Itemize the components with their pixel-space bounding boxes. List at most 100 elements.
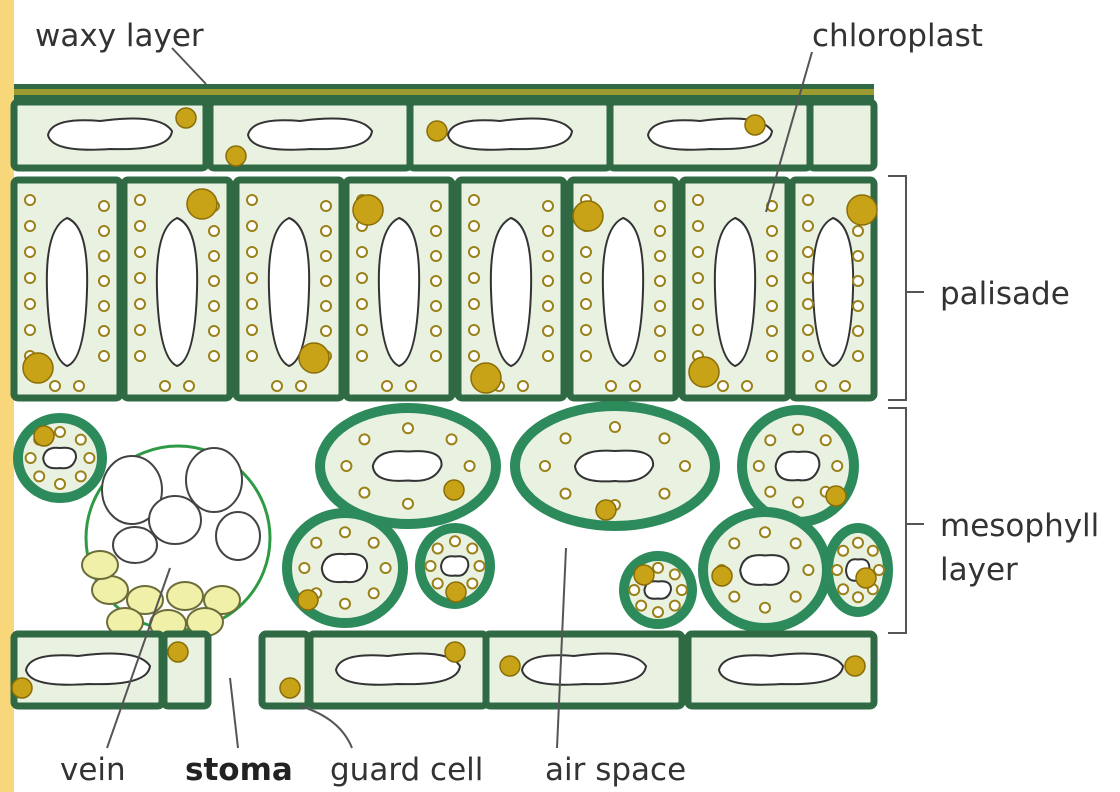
chloroplast: [247, 273, 257, 283]
chloroplast: [693, 195, 703, 205]
chloroplast: [655, 276, 665, 286]
label-stoma: stoma: [185, 752, 293, 788]
chloroplast: [596, 500, 616, 520]
chloroplast: [25, 221, 35, 231]
phloem-cell: [82, 551, 118, 579]
chloroplast: [581, 273, 591, 283]
chloroplast: [382, 381, 392, 391]
chloroplast: [471, 363, 501, 393]
vacuole: [441, 556, 468, 576]
chloroplast: [826, 486, 846, 506]
chloroplast: [634, 565, 654, 585]
chloroplast: [767, 251, 777, 261]
vein-vessel: [186, 448, 242, 512]
chloroplast: [25, 299, 35, 309]
chloroplast: [311, 538, 321, 548]
chloroplast: [160, 381, 170, 391]
chloroplast: [729, 592, 739, 602]
chloroplast: [247, 325, 257, 335]
label-waxy-layer: waxy layer: [35, 18, 204, 54]
chloroplast: [821, 435, 831, 445]
chloroplast: [99, 351, 109, 361]
chloroplast: [853, 351, 863, 361]
chloroplast: [426, 561, 436, 571]
chloroplast: [561, 433, 571, 443]
chloroplast: [543, 276, 553, 286]
vacuole: [715, 218, 755, 366]
vacuole: [48, 119, 172, 150]
chloroplast: [135, 325, 145, 335]
chloroplast: [518, 381, 528, 391]
chloroplast: [76, 471, 86, 481]
chloroplast: [816, 381, 826, 391]
chloroplast: [25, 325, 35, 335]
epidermis-cell: [810, 102, 874, 168]
chloroplast: [55, 427, 65, 437]
chloroplast: [469, 221, 479, 231]
chloroplast: [543, 301, 553, 311]
chloroplast: [655, 301, 665, 311]
chloroplast: [853, 326, 863, 336]
chloroplast: [99, 251, 109, 261]
chloroplast: [803, 565, 813, 575]
chloroplast: [832, 565, 842, 575]
chloroplast: [606, 381, 616, 391]
chloroplast: [25, 195, 35, 205]
chloroplast: [321, 276, 331, 286]
chloroplast: [321, 201, 331, 211]
phloem-cell: [92, 576, 128, 604]
chloroplast: [543, 251, 553, 261]
chloroplast: [247, 195, 257, 205]
chloroplast: [340, 527, 350, 537]
chloroplast: [369, 588, 379, 598]
chloroplast: [543, 201, 553, 211]
chloroplast: [76, 435, 86, 445]
chloroplast: [168, 642, 188, 662]
chloroplast: [469, 195, 479, 205]
chloroplast: [845, 656, 865, 676]
label-mesophyll-layer: layer: [940, 552, 1018, 588]
mesophyll-bracket: [888, 408, 906, 633]
chloroplast: [729, 538, 739, 548]
palisade-bracket: [888, 176, 906, 400]
vacuole: [157, 218, 197, 366]
chloroplast: [209, 301, 219, 311]
vein-bundle: [82, 446, 270, 638]
chloroplast: [50, 381, 60, 391]
vacuole: [719, 654, 843, 685]
chloroplast: [25, 247, 35, 257]
chloroplast: [469, 247, 479, 257]
chloroplast: [670, 569, 680, 579]
chloroplast: [340, 599, 350, 609]
chloroplast: [630, 381, 640, 391]
chloroplast: [581, 247, 591, 257]
chloroplast: [247, 247, 257, 257]
chloroplast: [693, 325, 703, 335]
chloroplast: [135, 221, 145, 231]
chloroplast: [99, 326, 109, 336]
chloroplast: [359, 434, 369, 444]
vacuole: [603, 218, 643, 366]
chloroplast: [135, 195, 145, 205]
chloroplast: [655, 251, 665, 261]
chloroplast: [754, 461, 764, 471]
vacuole: [776, 452, 820, 481]
chloroplast: [403, 423, 413, 433]
chloroplast: [712, 566, 732, 586]
chloroplast: [853, 276, 863, 286]
chloroplast: [247, 351, 257, 361]
chloroplast: [803, 273, 813, 283]
label-guard-cell: guard cell: [330, 752, 483, 788]
chloroplast: [247, 221, 257, 231]
chloroplast: [856, 568, 876, 588]
chloroplast: [272, 381, 282, 391]
chloroplast: [655, 201, 665, 211]
chloroplast: [693, 247, 703, 257]
chloroplast: [135, 273, 145, 283]
chloroplast: [433, 578, 443, 588]
lower-epidermis: [12, 634, 874, 706]
chloroplast: [99, 201, 109, 211]
chloroplast: [431, 326, 441, 336]
chloroplast: [680, 461, 690, 471]
